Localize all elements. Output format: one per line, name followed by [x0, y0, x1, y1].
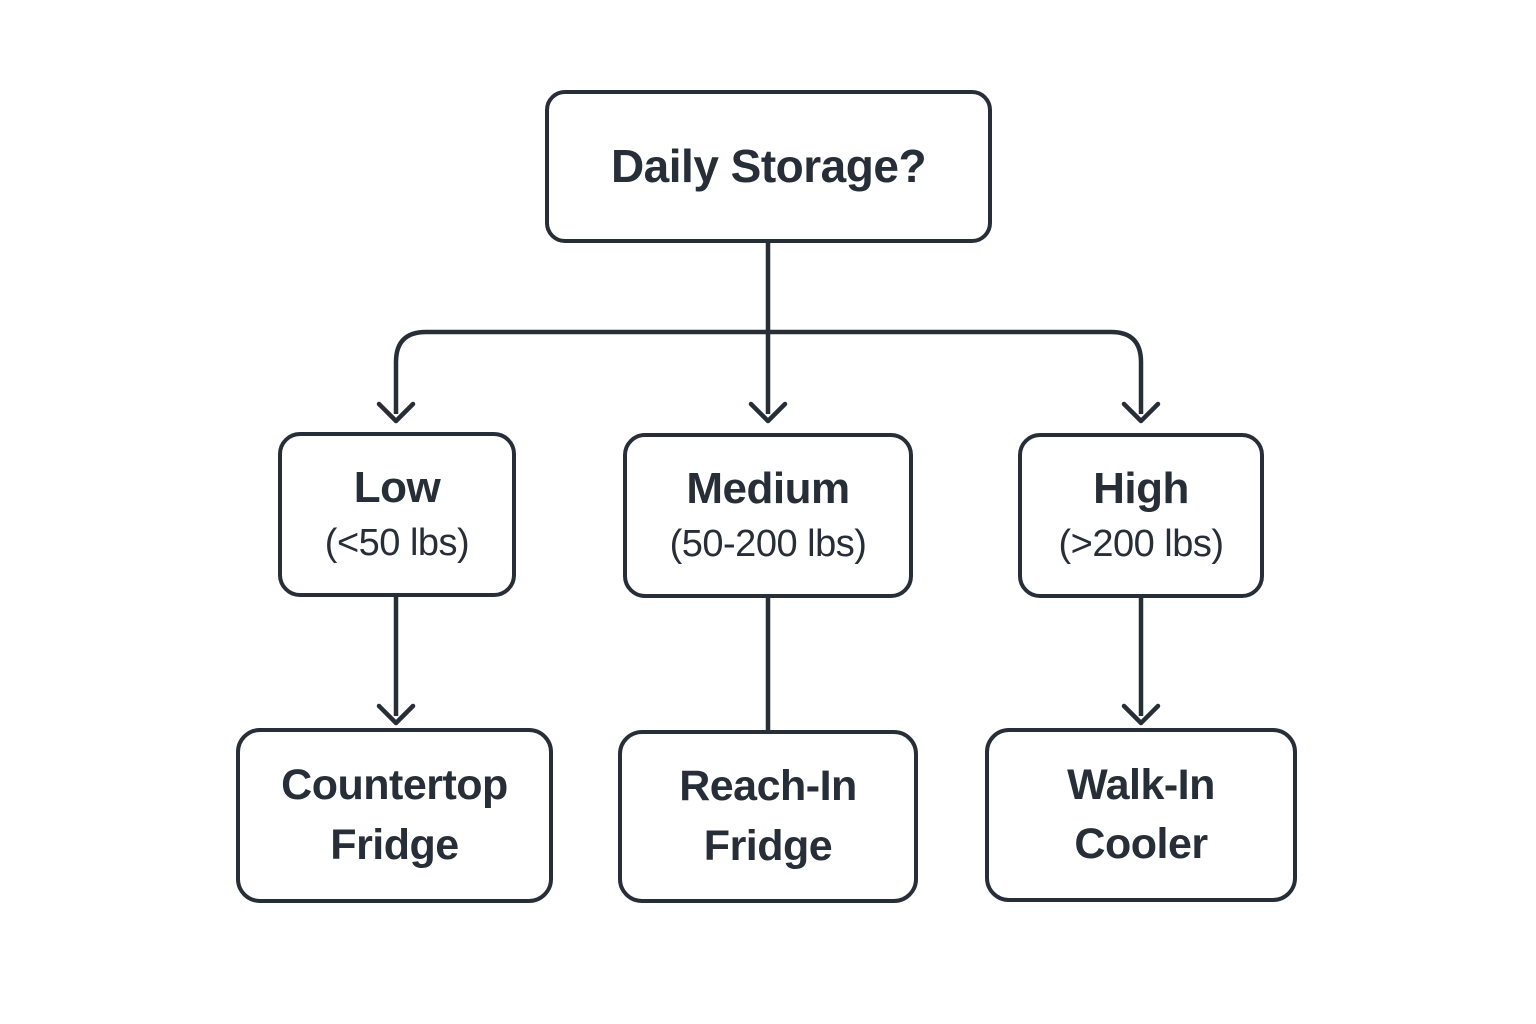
arrowhead-medium [748, 401, 788, 424]
arrowhead-countertop [376, 703, 416, 726]
node-high-range: (>200 lbs) [1058, 522, 1224, 565]
connector-branch-right [768, 329, 1144, 414]
node-medium-range: (50-200 lbs) [669, 522, 867, 565]
node-low-range: (<50 lbs) [324, 521, 470, 564]
connector-branch-left [393, 329, 768, 414]
node-walk-in-cooler: Walk-In Cooler [985, 728, 1297, 902]
node-countertop-fridge: Countertop Fridge [236, 728, 553, 903]
node-daily-storage-label: Daily Storage? [610, 140, 927, 193]
node-low-label: Low [353, 463, 441, 513]
arrowhead-high [1121, 401, 1161, 424]
arrowhead-walkin [1121, 703, 1161, 726]
node-reach-in-fridge-label: Reach-In Fridge [679, 762, 857, 870]
node-countertop-fridge-label: Countertop Fridge [281, 761, 508, 869]
node-medium-label: Medium [686, 464, 850, 514]
node-medium: Medium (50-200 lbs) [623, 433, 913, 598]
node-daily-storage: Daily Storage? [545, 90, 992, 243]
node-high: High (>200 lbs) [1018, 433, 1264, 598]
node-high-label: High [1093, 464, 1189, 514]
arrowhead-low [376, 401, 416, 424]
node-reach-in-fridge: Reach-In Fridge [618, 730, 918, 903]
node-walk-in-cooler-label: Walk-In Cooler [1067, 760, 1215, 868]
node-low: Low (<50 lbs) [278, 432, 516, 597]
